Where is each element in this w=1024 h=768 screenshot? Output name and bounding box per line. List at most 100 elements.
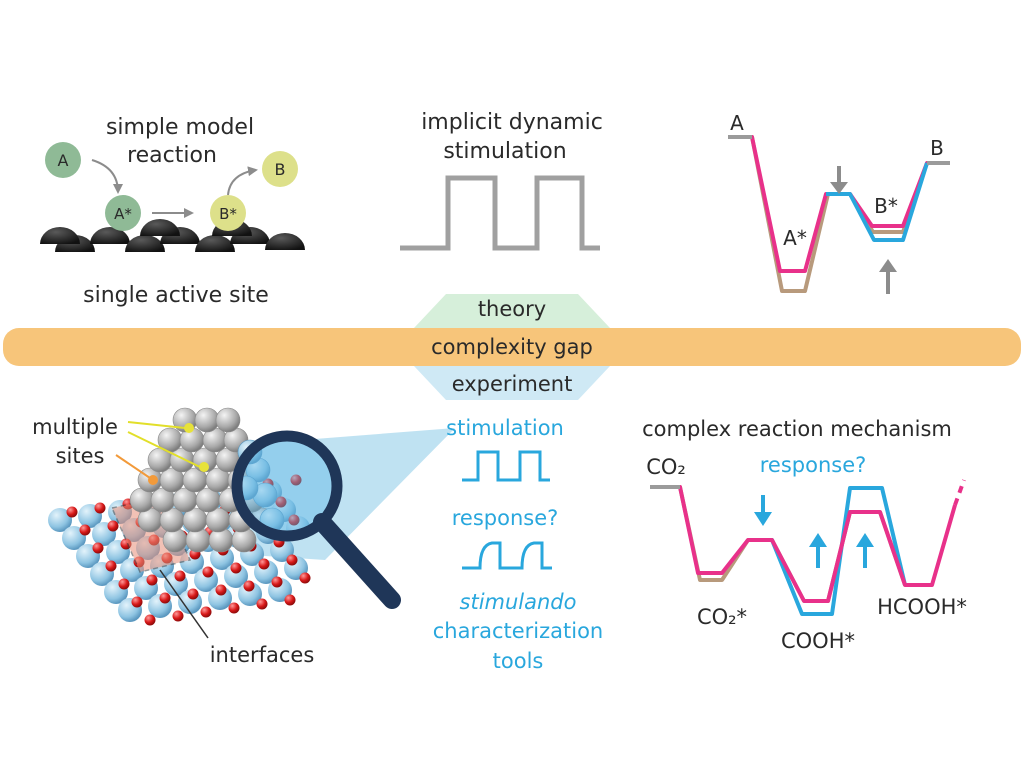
pointer-line-1 (127, 421, 186, 429)
oxygen-atom (172, 610, 184, 622)
stimulation-panel: implicit dynamic stimulation (400, 110, 603, 251)
experiment-label: experiment (452, 372, 573, 396)
oxygen-atom (228, 602, 240, 614)
pointer-line-3 (115, 454, 151, 479)
oxygen-atom (275, 496, 287, 508)
interface-region (110, 496, 192, 573)
complex-mechanism-title: complex reaction mechanism (642, 417, 952, 441)
oxygen-atom (271, 576, 283, 588)
oxygen-atom (230, 562, 242, 574)
complex-profile-magenta (650, 485, 957, 603)
stimulando-label: stimulando (460, 590, 577, 614)
complexity-band: theory complexity gap experiment (3, 294, 1021, 400)
profile-magenta (728, 135, 950, 273)
oxygen-atom (290, 474, 302, 486)
oxygen-atom (258, 558, 270, 570)
profile-label-b-ads: B* (874, 194, 898, 218)
stimulation-title-line1: implicit dynamic (421, 110, 603, 135)
theory-hexagon (414, 294, 610, 328)
interfaces-pointer (159, 569, 209, 639)
oxygen-atom (79, 524, 91, 536)
catalyst-model: multiple sites interfaces (32, 407, 455, 667)
adsorbate-b: B* (210, 195, 246, 231)
molecule-b: B (262, 151, 298, 187)
oxygen-atom (243, 580, 255, 592)
theory-label: theory (478, 297, 546, 321)
profile-label-b: B (930, 136, 944, 160)
simple-model-panel: simple model reaction A B A* B* single a… (40, 115, 305, 308)
co2-ads-label: CO₂* (697, 605, 747, 629)
experiment-hexagon (414, 366, 610, 400)
up-arrow-icon (856, 533, 874, 568)
surface-site-dome (90, 227, 130, 244)
multiple-sites-label-line1: multiple (32, 415, 118, 439)
magnifier-icon (231, 430, 401, 609)
profile-tan (728, 135, 950, 293)
simple-model-title-line2: reaction (127, 143, 217, 168)
molecule-a-label: A (58, 151, 69, 170)
complexity-gap-bar (3, 328, 1021, 366)
surface-site-dome (265, 233, 305, 250)
multiple-sites-label-line2: sites (56, 444, 105, 468)
site-marker-1 (184, 423, 194, 433)
oxygen-atom (288, 514, 300, 526)
tools-label: tools (493, 649, 544, 673)
oxygen-atom (159, 592, 171, 604)
site-marker-2 (199, 462, 209, 472)
surface-site-dome (140, 219, 180, 236)
active-site-surface (40, 219, 305, 252)
adsorbate-b-label: B* (219, 205, 237, 223)
pointer-line-2 (127, 431, 201, 468)
up-arrow-icon (879, 259, 897, 294)
adsorbate-a: A* (105, 195, 141, 231)
adsorption-arrow (91, 159, 123, 194)
oxygen-atom (187, 588, 199, 600)
square-wave-signal (400, 175, 600, 251)
interfaces-label: interfaces (210, 643, 315, 667)
stimulation-wave (462, 450, 550, 482)
dashed-continuation (953, 479, 966, 506)
oxygen-atom (144, 614, 156, 626)
oxygen-atom (286, 554, 298, 566)
simple-energy-profile: A B A* B* (728, 111, 950, 294)
oxygen-atom (94, 502, 106, 514)
complex-mechanism-panel: complex reaction mechanism CO₂ response?… (642, 417, 967, 653)
oxygen-atom (202, 566, 214, 578)
desorption-arrow (227, 166, 258, 196)
oxygen-atom (146, 574, 158, 586)
profile-cyan (826, 162, 929, 242)
support-atom (224, 564, 248, 588)
oxygen-atom (92, 542, 104, 554)
surface-site-dome (125, 235, 165, 252)
characterization-label: characterization (433, 619, 604, 643)
oxygen-atom (256, 598, 268, 610)
co2-label: CO₂ (646, 455, 686, 479)
response-label: response? (452, 506, 559, 530)
oxygen-atom (131, 596, 143, 608)
down-arrow-icon (754, 495, 772, 526)
oxygen-atom (284, 594, 296, 606)
stimulation-label: stimulation (446, 416, 564, 440)
molecule-b-label: B (275, 160, 286, 179)
metal-atom (215, 407, 241, 433)
complex-response-label: response? (760, 453, 867, 477)
site-marker-3 (148, 475, 158, 485)
oxygen-atom (118, 578, 130, 590)
single-active-site-caption: single active site (83, 283, 269, 308)
oxygen-atom (107, 520, 119, 532)
surface-site-dome (40, 227, 80, 244)
oxygen-atom (66, 506, 78, 518)
response-wave (462, 541, 552, 570)
molecule-a: A (45, 142, 81, 178)
oxygen-atom (174, 570, 186, 582)
hcooh-ads-label: HCOOH* (877, 595, 967, 619)
metal-atom (194, 407, 220, 433)
down-arrow-icon (830, 166, 848, 194)
cooh-ads-label: COOH* (781, 629, 855, 653)
complexity-gap-label: complexity gap (431, 335, 593, 359)
oxygen-atom (105, 560, 117, 572)
stimulation-title-line2: stimulation (443, 139, 566, 164)
oxygen-atom (299, 572, 311, 584)
profile-label-a: A (730, 111, 744, 135)
